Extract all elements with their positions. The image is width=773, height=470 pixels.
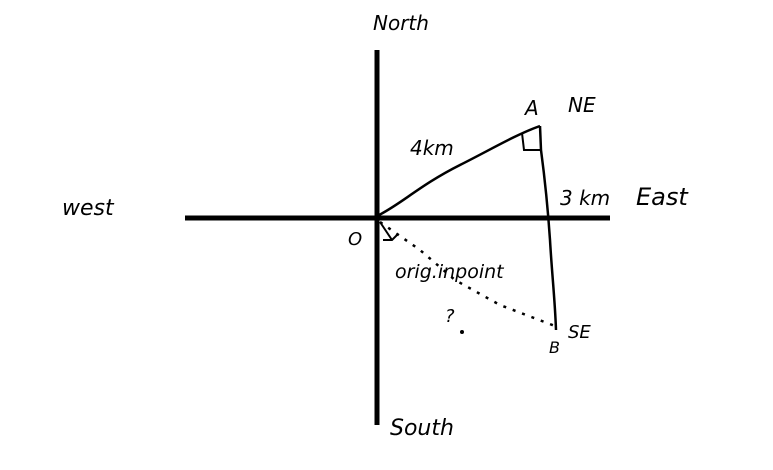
point-o-label: O: [348, 229, 362, 250]
north-label: North: [373, 11, 429, 35]
arrow-to-origin: [379, 221, 399, 241]
distance-oa-label: 4km: [410, 136, 454, 160]
ne-label: NE: [568, 93, 596, 117]
west-label: west: [62, 196, 115, 221]
segment-oa: [376, 124, 541, 218]
segment-ob-dotted: [379, 220, 556, 328]
distance-ab-label: 3 km: [560, 186, 610, 210]
origin-point-label: orig.inpoint: [395, 261, 505, 283]
point-a-label: A: [523, 96, 539, 120]
south-label: South: [390, 416, 454, 441]
se-label: SE: [568, 322, 591, 343]
question-mark: ?: [445, 306, 455, 327]
question-dot: [460, 330, 464, 334]
point-b-label: B: [549, 338, 560, 357]
right-angle-marker: [521, 132, 541, 151]
segment-ab: [538, 125, 558, 331]
east-label: East: [636, 183, 689, 211]
